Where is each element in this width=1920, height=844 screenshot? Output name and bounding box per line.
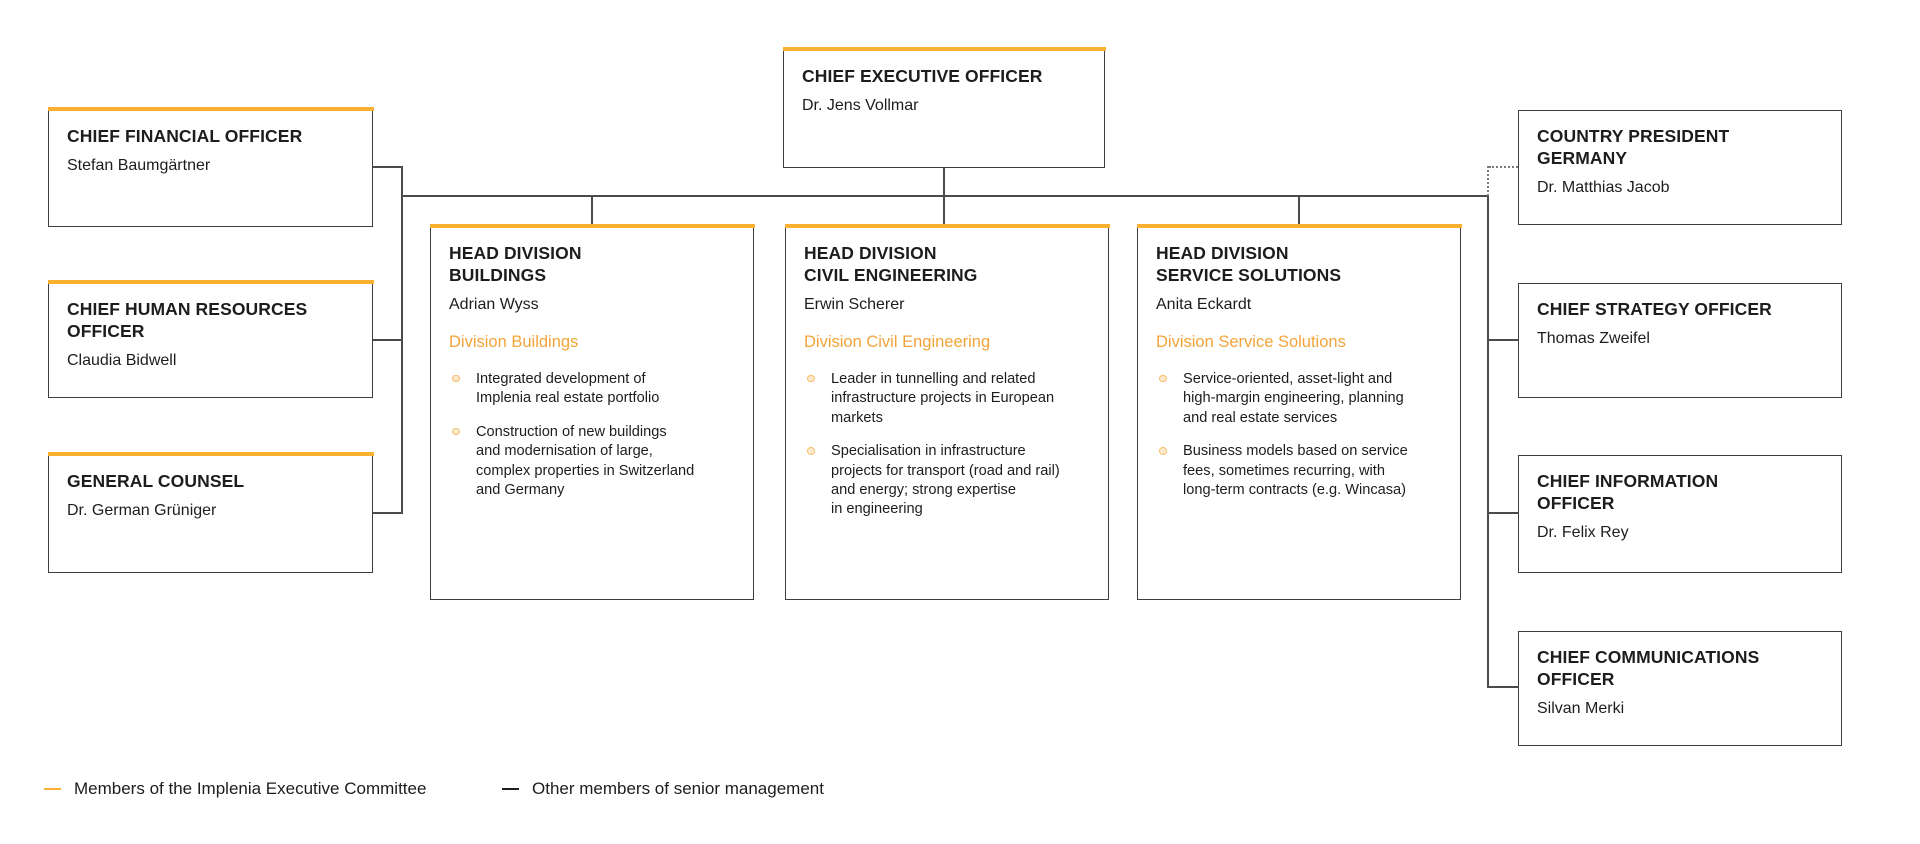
card-title-division-buildings: HEAD DIVISION BUILDINGS <box>449 243 582 286</box>
legend-dash-yellow <box>44 787 61 791</box>
division-label-civil-engineering: Division Civil Engineering <box>804 332 991 351</box>
bullet-item: Construction of new buildings and modern… <box>449 423 735 501</box>
card-title-cco: CHIEF COMMUNICATIONS OFFICER <box>1537 647 1760 690</box>
card-name-cco: Silvan Merki <box>1537 700 1625 718</box>
card-ceo: CHIEF EXECUTIVE OFFICER Dr. Jens Vollmar <box>782 46 1106 168</box>
card-title-cio: CHIEF INFORMATION OFFICER <box>1537 471 1719 514</box>
connector-dotted-country-president <box>1489 166 1518 168</box>
card-name-general-counsel: Dr. German Grüniger <box>67 502 217 520</box>
card-cso: CHIEF STRATEGY OFFICER Thomas Zweifel <box>1518 283 1842 398</box>
connector-right-vertical <box>1487 195 1489 688</box>
card-name-cfo: Stefan Baumgärtner <box>67 157 211 175</box>
legend-label: Members of the Implenia Executive Commit… <box>74 779 427 798</box>
card-title-country-president-germany: COUNTRY PRESIDENT GERMANY <box>1537 126 1730 169</box>
connector-left-vertical <box>401 166 403 514</box>
card-name-country-president-germany: Dr. Matthias Jacob <box>1537 179 1670 197</box>
connector-cso-stub <box>1487 339 1518 341</box>
card-division-buildings: HEAD DIVISION BUILDINGS Adrian Wyss Divi… <box>429 223 755 600</box>
legend-executive-committee: Members of the Implenia Executive Commit… <box>44 779 426 799</box>
card-name-cso: Thomas Zweifel <box>1537 330 1650 348</box>
card-name-division-service-solutions: Anita Eckardt <box>1156 296 1252 314</box>
card-title-general-counsel: GENERAL COUNSEL <box>67 471 245 491</box>
legend-label: Other members of senior management <box>532 779 824 798</box>
card-title-division-service-solutions: HEAD DIVISION SERVICE SOLUTIONS <box>1156 243 1342 286</box>
bullet-list-buildings: Integrated development of Implenia real … <box>449 370 735 500</box>
bullet-item: Business models based on service fees, s… <box>1156 442 1442 500</box>
bullet-item: Leader in tunnelling and related infrast… <box>804 370 1090 428</box>
connector-cco-stub <box>1487 686 1518 688</box>
legend-dash-dark <box>502 787 519 791</box>
card-name-ceo: Dr. Jens Vollmar <box>802 97 919 115</box>
connector-ceo-drop <box>943 167 945 228</box>
connector-cfo-stub <box>372 166 403 168</box>
legend-senior-management: Other members of senior management <box>502 779 824 799</box>
card-general-counsel: GENERAL COUNSEL Dr. German Grüniger <box>47 451 374 573</box>
connector-buildings-drop <box>591 195 593 228</box>
bullet-list-civil-engineering: Leader in tunnelling and related infrast… <box>804 370 1090 520</box>
card-name-chro: Claudia Bidwell <box>67 352 177 370</box>
card-cfo: CHIEF FINANCIAL OFFICER Stefan Baumgärtn… <box>47 106 374 227</box>
connector-cio-stub <box>1487 512 1518 514</box>
connector-general-counsel-stub <box>372 512 403 514</box>
card-cio: CHIEF INFORMATION OFFICER Dr. Felix Rey <box>1518 455 1842 573</box>
card-division-civil-engineering: HEAD DIVISION CIVIL ENGINEERING Erwin Sc… <box>784 223 1110 600</box>
bullet-list-service-solutions: Service-oriented, asset-light and high-m… <box>1156 370 1442 500</box>
card-name-cio: Dr. Felix Rey <box>1537 524 1629 542</box>
card-division-service-solutions: HEAD DIVISION SERVICE SOLUTIONS Anita Ec… <box>1136 223 1462 600</box>
connector-dotted-vertical <box>1487 166 1489 196</box>
bullet-item: Service-oriented, asset-light and high-m… <box>1156 370 1442 428</box>
connector-trunk <box>401 195 1489 197</box>
card-cco: CHIEF COMMUNICATIONS OFFICER Silvan Merk… <box>1518 631 1842 746</box>
bullet-item: Specialisation in infrastructure project… <box>804 442 1090 520</box>
connector-chro-stub <box>372 339 403 341</box>
division-label-buildings: Division Buildings <box>449 332 579 351</box>
division-label-service-solutions: Division Service Solutions <box>1156 332 1346 351</box>
card-title-ceo: CHIEF EXECUTIVE OFFICER <box>802 66 1043 86</box>
card-title-cfo: CHIEF FINANCIAL OFFICER <box>67 126 303 146</box>
card-title-division-civil-engineering: HEAD DIVISION CIVIL ENGINEERING <box>804 243 978 286</box>
card-title-chro: CHIEF HUMAN RESOURCES OFFICER <box>67 299 308 342</box>
card-name-division-civil-engineering: Erwin Scherer <box>804 296 905 314</box>
card-chro: CHIEF HUMAN RESOURCES OFFICER Claudia Bi… <box>47 279 374 398</box>
bullet-item: Integrated development of Implenia real … <box>449 370 735 409</box>
connector-service-solutions-drop <box>1298 195 1300 228</box>
card-title-cso: CHIEF STRATEGY OFFICER <box>1537 299 1772 319</box>
card-name-division-buildings: Adrian Wyss <box>449 296 539 314</box>
card-country-president-germany: COUNTRY PRESIDENT GERMANY Dr. Matthias J… <box>1518 110 1842 225</box>
